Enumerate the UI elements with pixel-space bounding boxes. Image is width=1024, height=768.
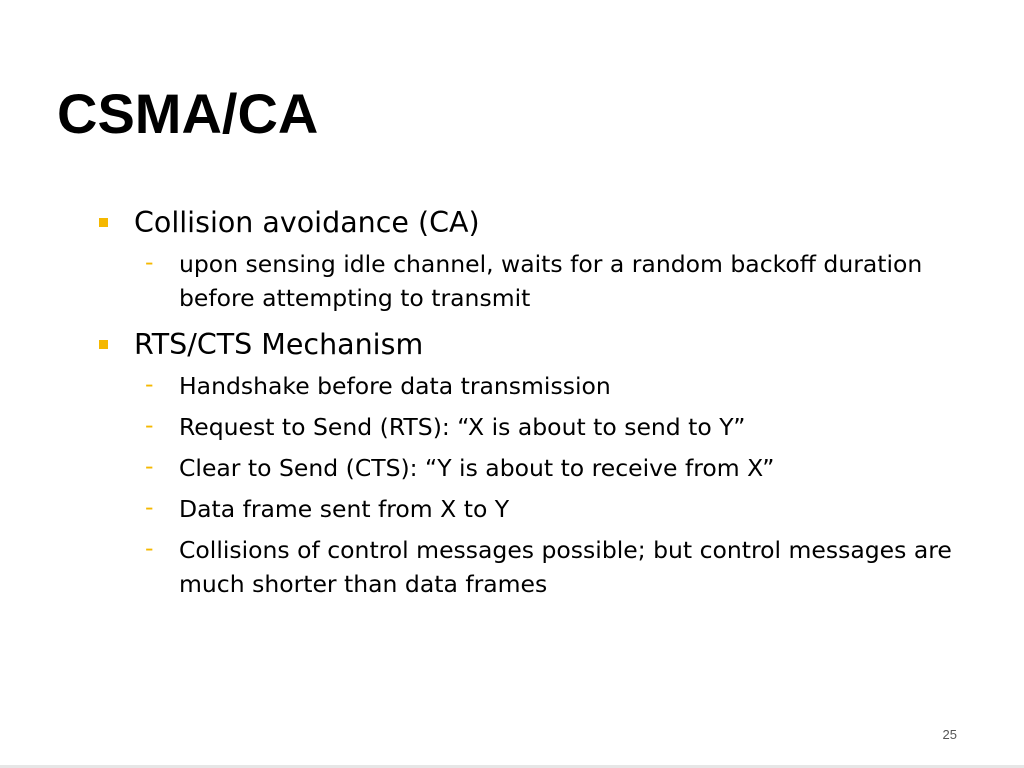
bullet-list: Collision avoidance (CA) - upon sensing … bbox=[96, 201, 986, 609]
sub-bullet-text: Collisions of control messages possible;… bbox=[179, 536, 952, 598]
dash-bullet-icon: - bbox=[145, 493, 154, 521]
sub-bullet-item: - Request to Send (RTS): “X is about to … bbox=[96, 410, 989, 444]
sub-bullet-text: Handshake before data transmission bbox=[179, 372, 611, 400]
bullet-text: Collision avoidance (CA) bbox=[134, 206, 480, 239]
sub-bullet-text: Clear to Send (CTS): “Y is about to rece… bbox=[179, 454, 775, 482]
sub-bullet-text: Data frame sent from X to Y bbox=[179, 495, 510, 523]
sub-bullet-item: - Data frame sent from X to Y bbox=[96, 492, 989, 526]
bullet-text: RTS/CTS Mechanism bbox=[134, 328, 424, 361]
bullet-item: Collision avoidance (CA) bbox=[96, 201, 986, 245]
bullet-item: RTS/CTS Mechanism bbox=[96, 323, 986, 367]
sub-bullet-item: - Clear to Send (CTS): “Y is about to re… bbox=[96, 451, 989, 485]
sub-bullet-item: - Handshake before data transmission bbox=[96, 369, 989, 403]
bottom-divider bbox=[0, 765, 1024, 768]
dash-bullet-icon: - bbox=[145, 248, 154, 276]
dash-bullet-icon: - bbox=[145, 411, 154, 439]
dash-bullet-icon: - bbox=[145, 370, 154, 398]
sub-bullet-list: - Handshake before data transmission - R… bbox=[96, 369, 986, 601]
sub-bullet-list: - upon sensing idle channel, waits for a… bbox=[96, 247, 986, 315]
dash-bullet-icon: - bbox=[145, 452, 154, 480]
square-bullet-icon bbox=[99, 340, 108, 349]
sub-bullet-text: Request to Send (RTS): “X is about to se… bbox=[179, 413, 746, 441]
sub-bullet-text: upon sensing idle channel, waits for a r… bbox=[179, 250, 923, 312]
sub-bullet-item: - Collisions of control messages possibl… bbox=[96, 533, 989, 601]
slide-number: 25 bbox=[942, 727, 957, 742]
dash-bullet-icon: - bbox=[145, 534, 154, 562]
slide-title: CSMA/CA bbox=[57, 82, 319, 145]
square-bullet-icon bbox=[99, 218, 108, 227]
sub-bullet-item: - upon sensing idle channel, waits for a… bbox=[96, 247, 989, 315]
